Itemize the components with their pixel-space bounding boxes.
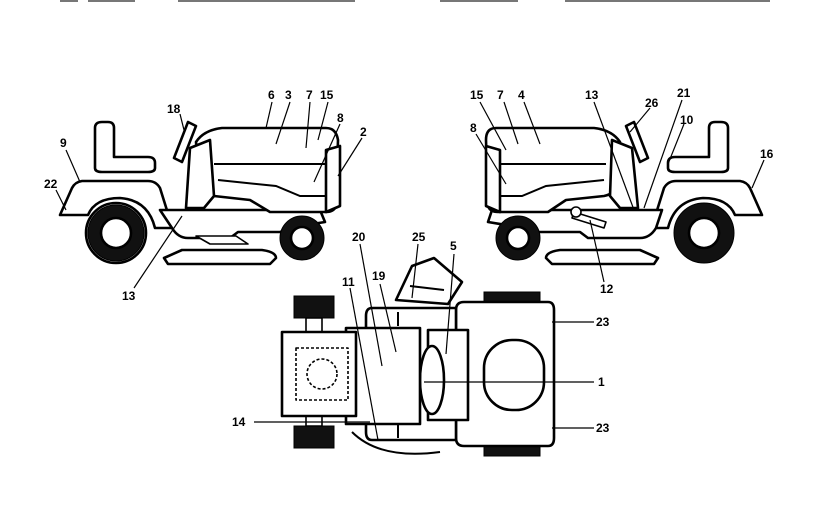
callout-16: 16 <box>760 147 774 161</box>
hood-grille-line <box>490 179 605 197</box>
hood-grille-line <box>217 179 334 197</box>
dash-console <box>184 138 216 210</box>
tractor-top-view <box>280 256 556 457</box>
callout-8: 8 <box>470 121 477 135</box>
front-grille <box>324 144 342 214</box>
callout-9: 9 <box>60 136 67 150</box>
seat-circle <box>306 358 338 390</box>
tractor-right-side-view <box>484 120 764 266</box>
front-grille <box>484 144 502 214</box>
callouts-bottom: 20 25 5 11 19 14 23 1 23 <box>232 230 610 435</box>
chute-edge <box>409 285 445 291</box>
steering-wheel <box>624 120 650 164</box>
leader-lines <box>55 99 765 441</box>
callout-2: 2 <box>360 125 367 139</box>
front-hub <box>505 225 531 251</box>
engine-oval <box>482 338 546 412</box>
rear-right-tire <box>293 425 335 449</box>
deck-lift-arm <box>195 235 249 245</box>
rear-axle-left <box>305 317 323 333</box>
tractor-left-side-view <box>58 120 342 266</box>
steering-wheel <box>172 120 198 164</box>
mower-deck <box>544 248 660 266</box>
deck-outline <box>351 431 441 455</box>
callout-21: 21 <box>677 86 691 100</box>
rear-hub <box>687 216 721 250</box>
seat <box>93 120 157 174</box>
callout-15: 15 <box>320 88 334 102</box>
callout-22: 22 <box>44 177 58 191</box>
callout-13: 13 <box>585 88 599 102</box>
callout-13: 13 <box>122 289 136 303</box>
callout-4: 4 <box>518 88 525 102</box>
callout-10: 10 <box>680 113 694 127</box>
cropped-header-strip <box>0 0 816 3</box>
front-hub <box>289 225 315 251</box>
steering-hub-top <box>418 344 446 416</box>
callouts-right: 15 7 4 8 13 26 21 10 16 12 <box>470 86 774 296</box>
hood <box>194 126 340 214</box>
callout-6: 6 <box>268 88 275 102</box>
callout-15: 15 <box>470 88 484 102</box>
callout-23-top: 23 <box>596 315 610 329</box>
callout-5: 5 <box>450 239 457 253</box>
callout-18: 18 <box>167 102 181 116</box>
callout-11: 11 <box>342 275 355 289</box>
callout-19: 19 <box>372 269 386 283</box>
callout-8: 8 <box>337 111 344 125</box>
callout-20: 20 <box>352 230 366 244</box>
callout-7: 7 <box>306 88 313 102</box>
callout-1: 1 <box>598 375 605 389</box>
callouts-left: 18 6 3 7 15 8 2 9 22 13 <box>44 88 367 303</box>
mower-deck <box>162 248 278 266</box>
callout-7: 7 <box>497 88 504 102</box>
rear-left-tire <box>293 295 335 319</box>
callout-12: 12 <box>600 282 614 296</box>
hood <box>484 126 622 214</box>
callout-23-bottom: 23 <box>596 421 610 435</box>
callout-25: 25 <box>412 230 426 244</box>
callout-3: 3 <box>285 88 292 102</box>
rear-hub <box>99 216 133 250</box>
seat <box>666 120 730 174</box>
lift-lever-knob <box>570 206 582 218</box>
callout-26: 26 <box>645 96 659 110</box>
dash-console <box>608 138 640 210</box>
callout-14: 14 <box>232 415 246 429</box>
